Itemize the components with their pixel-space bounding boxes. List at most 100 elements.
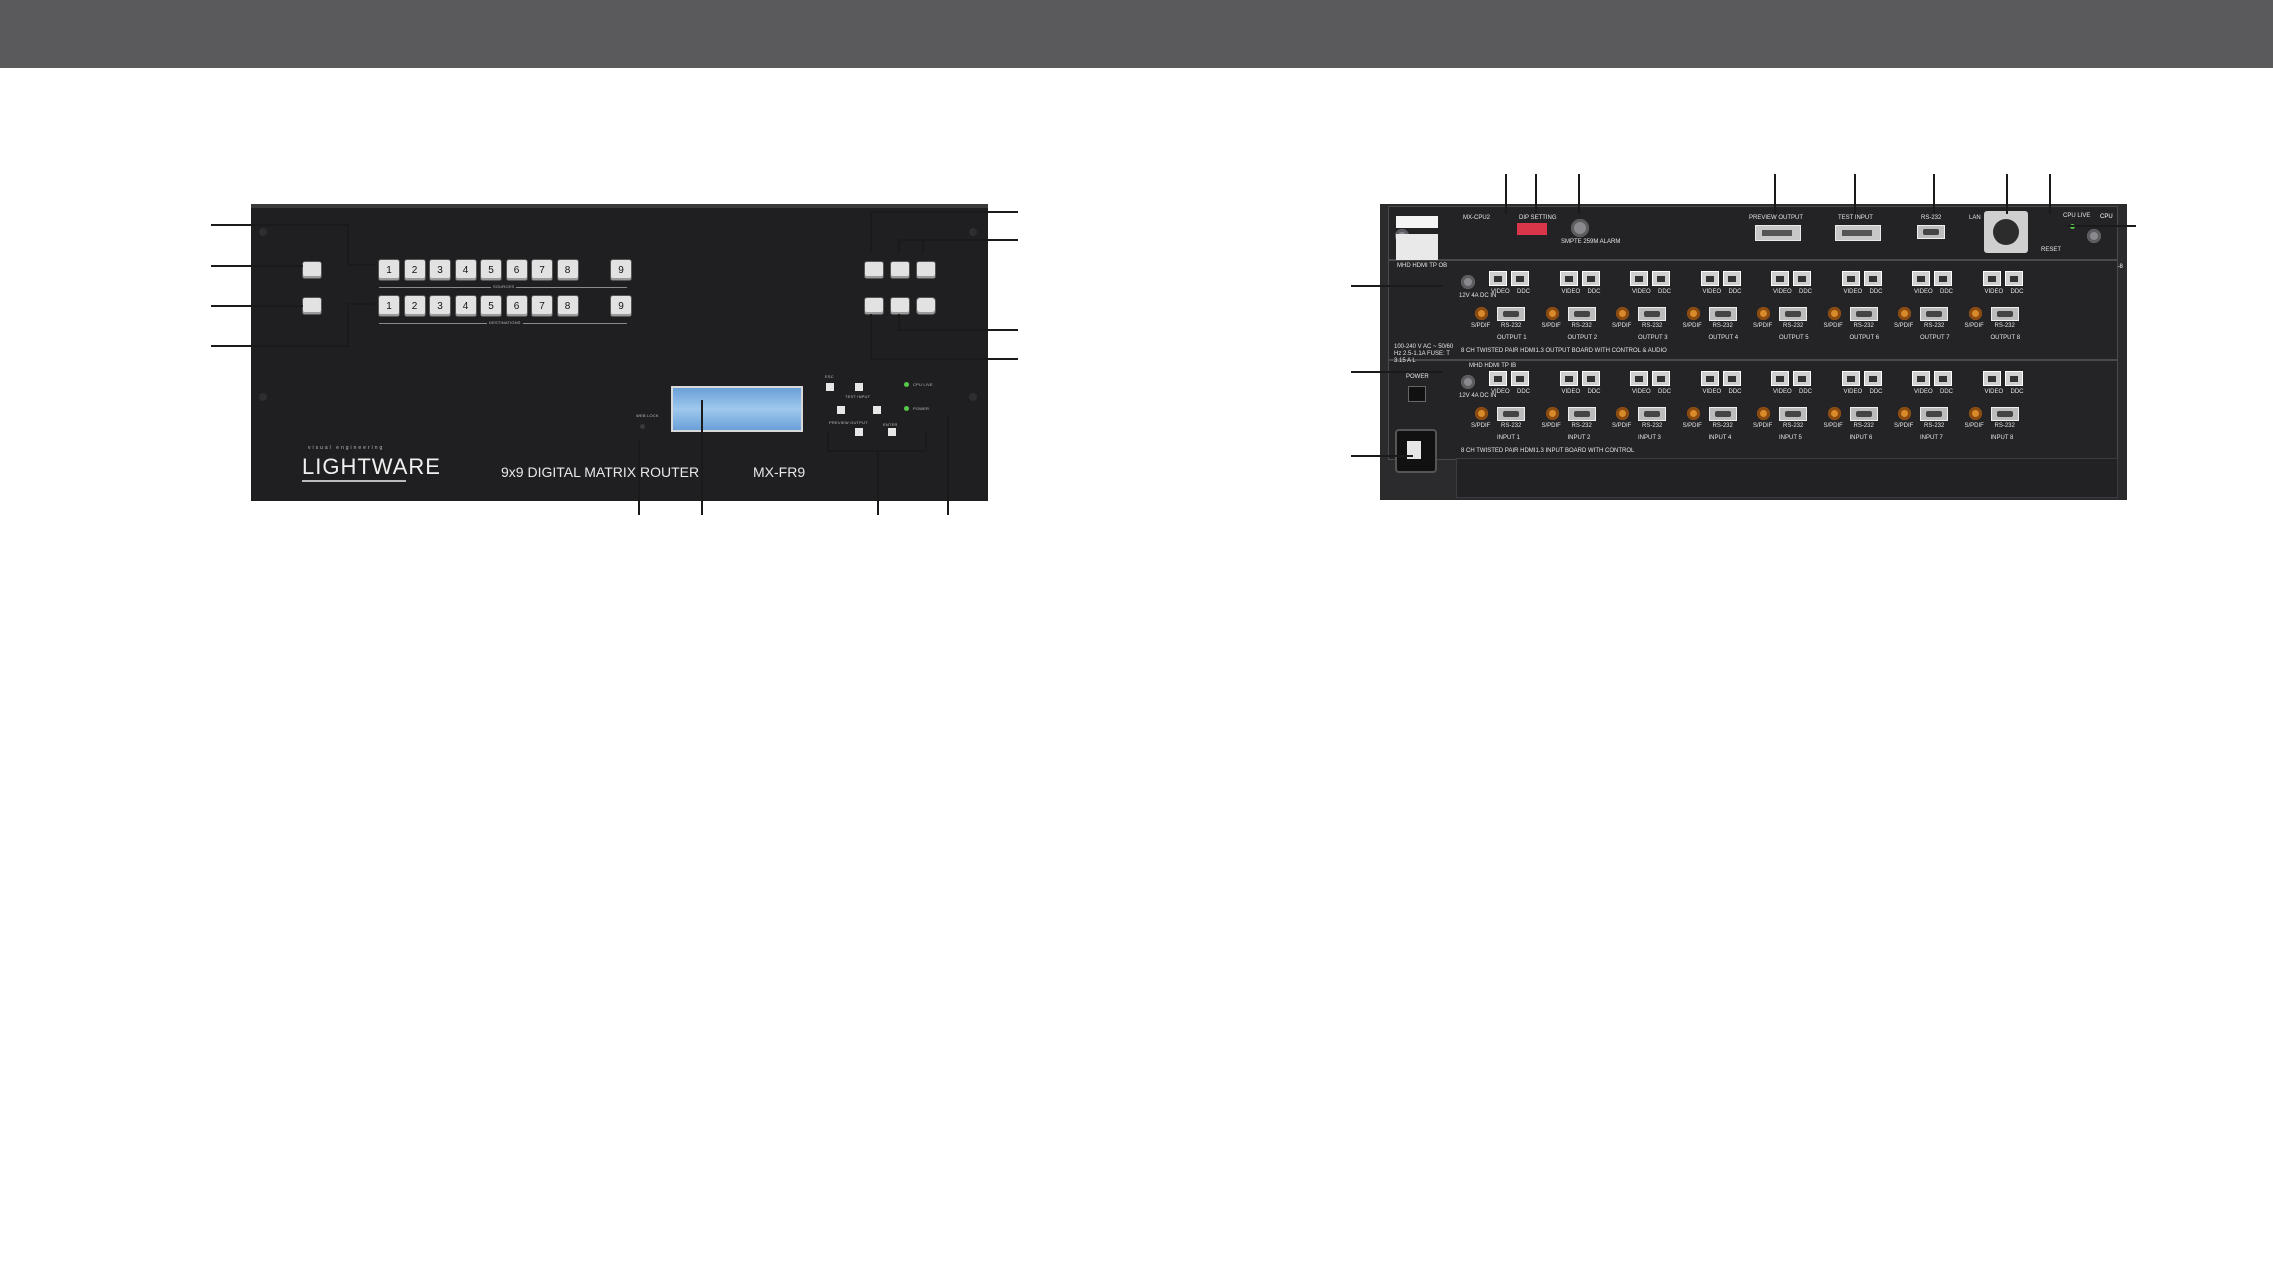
spdif-label: S/PDIF: [1471, 323, 1491, 329]
video-label: VIDEO: [1984, 289, 2004, 295]
port-group-label: INPUT 2: [1567, 435, 1591, 441]
rs232-label: RS-232: [1924, 323, 1945, 329]
callout-line: [870, 314, 872, 359]
ddc-port: [1793, 271, 1811, 286]
ddc-label: DDC: [1799, 289, 1812, 295]
test-input-port: [1835, 225, 1881, 241]
source-button-4: 4: [455, 260, 476, 280]
rs232-label: RS-232: [1783, 323, 1804, 329]
blank-plate: [1456, 458, 2118, 498]
spdif-label: S/PDIF: [1471, 423, 1491, 429]
panel-screw: [1461, 275, 1475, 289]
callout-line: [2068, 225, 2136, 227]
lan-label: LAN: [1969, 215, 1981, 221]
source-button-5: 5: [481, 260, 501, 280]
spdif-connector: [1968, 307, 1982, 320]
rs232-label: RS-232: [1642, 423, 1663, 429]
ddc-label: DDC: [1728, 289, 1742, 295]
power-label: POWER: [1406, 374, 1429, 380]
video-port: [1630, 271, 1648, 286]
output-dc-label: 12V 4A DC IN: [1459, 293, 1497, 299]
rs232-label: RS-232: [1853, 423, 1874, 429]
spdif-connector: [1757, 407, 1770, 420]
load-preset-button: [865, 262, 883, 278]
ddc-port: [1652, 271, 1670, 286]
brand-logo: LIGHTWARE: [302, 454, 441, 479]
video-label: VIDEO: [1632, 289, 1651, 295]
spdif-label: S/PDIF: [1964, 323, 1984, 329]
video-port: [1771, 371, 1789, 386]
video-port: [1700, 371, 1719, 386]
callout-line: [947, 416, 949, 515]
video-label: VIDEO: [1984, 389, 2004, 395]
spdif-connector: [1898, 407, 1911, 420]
callout-line: [347, 303, 349, 347]
video-port: [1912, 271, 1930, 286]
rs232-port: [1638, 307, 1666, 321]
rs232-label: RS-232: [1921, 215, 1942, 221]
rack-screw: [969, 393, 977, 401]
test-input-label: TEST INPUT: [845, 394, 871, 399]
destinations-label: DESTINATIONS: [487, 320, 523, 325]
spdif-connector: [1827, 407, 1841, 420]
callout-line: [347, 224, 349, 266]
callout-line: [925, 432, 927, 452]
callout-line: [701, 400, 703, 515]
mains-socket: [1395, 429, 1437, 473]
video-port: [1489, 271, 1507, 286]
port-group-label: INPUT 3: [1638, 435, 1661, 441]
callout-line: [827, 450, 927, 452]
callout-line: [211, 265, 303, 267]
callout-line: [898, 239, 1018, 241]
spdif-connector: [1475, 307, 1488, 320]
rs232-label: RS-232: [1994, 323, 2015, 329]
rs232-port: [1567, 307, 1596, 321]
video-port: [1559, 371, 1578, 386]
ddc-label: DDC: [2010, 389, 2024, 395]
enter-button: [888, 428, 896, 436]
rs232-label: RS-232: [1712, 323, 1733, 329]
port-group-label: OUTPUT 2: [1567, 335, 1598, 341]
port-group-label: INPUT 1: [1497, 435, 1520, 441]
ddc-port: [1863, 371, 1882, 386]
ddc-label: DDC: [1940, 389, 1953, 395]
rs232-label: RS-232: [1924, 423, 1945, 429]
spdif-connector: [1686, 307, 1700, 320]
video-port: [1982, 371, 2001, 386]
callout-line: [1505, 174, 1507, 214]
callout-line: [2049, 174, 2051, 214]
destination-button-3: 3: [430, 296, 450, 316]
destination-button-8: 8: [557, 296, 578, 316]
destination-button-9: 9: [611, 296, 631, 316]
callout-line: [1351, 371, 1443, 373]
source-button-1: 1: [379, 260, 399, 280]
spdif-label: S/PDIF: [1753, 323, 1773, 329]
rs232-label: RS-232: [1642, 323, 1663, 329]
rs232-port: [1849, 307, 1878, 321]
cpu-board: MX-CPU2 DIP SETTING SMPTE 259M ALARM PRE…: [1388, 206, 2118, 260]
output-lock-button: [303, 298, 321, 314]
preview-output-port: [1755, 225, 1801, 241]
preview-output-label: PREVIEW OUTPUT: [829, 420, 868, 425]
spdif-label: S/PDIF: [1682, 423, 1702, 429]
video-label: VIDEO: [1632, 389, 1651, 395]
port-group-label: INPUT 8: [1990, 435, 2014, 441]
spdif-connector: [1475, 407, 1488, 420]
port-group-label: INPUT 6: [1849, 435, 1873, 441]
spdif-connector: [1616, 407, 1629, 420]
port-group-label: INPUT 4: [1708, 435, 1732, 441]
product-model: MX-FR9: [753, 464, 806, 480]
view-conns-button: [917, 262, 935, 278]
video-label: VIDEO: [1702, 289, 1722, 295]
ddc-port: [1793, 371, 1811, 386]
preview-output-label: PREVIEW OUTPUT: [1749, 215, 1804, 221]
source-button-7: 7: [532, 260, 552, 280]
panel-screw: [1461, 375, 1475, 389]
callout-line: [211, 345, 347, 347]
destination-button-6: 6: [506, 296, 527, 316]
port-group-label: OUTPUT 1: [1497, 335, 1527, 341]
callout-line: [870, 211, 872, 253]
ddc-port: [1581, 271, 1600, 286]
rs232-port: [1990, 307, 2019, 321]
cpu-live-label: CPU LIVE: [2063, 213, 2091, 219]
